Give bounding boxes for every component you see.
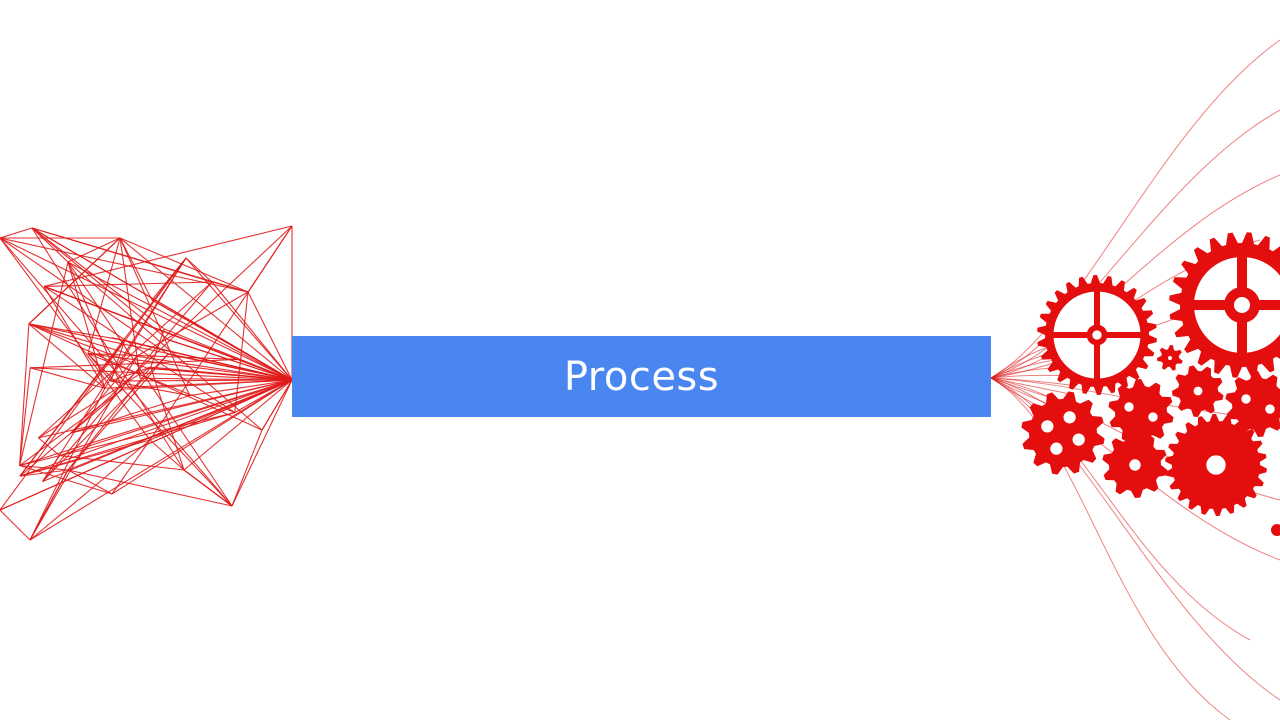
gear-edge-fragment-icon	[1271, 524, 1280, 536]
gear-small-4-icon	[1225, 371, 1280, 437]
gear-small-2-icon	[1108, 379, 1174, 445]
gears-cluster-icon	[1021, 232, 1280, 536]
gear-small-1-icon	[1021, 391, 1105, 475]
process-bar: Process	[292, 336, 991, 417]
wireframe-network-icon	[0, 225, 293, 541]
process-label: Process	[563, 353, 720, 400]
